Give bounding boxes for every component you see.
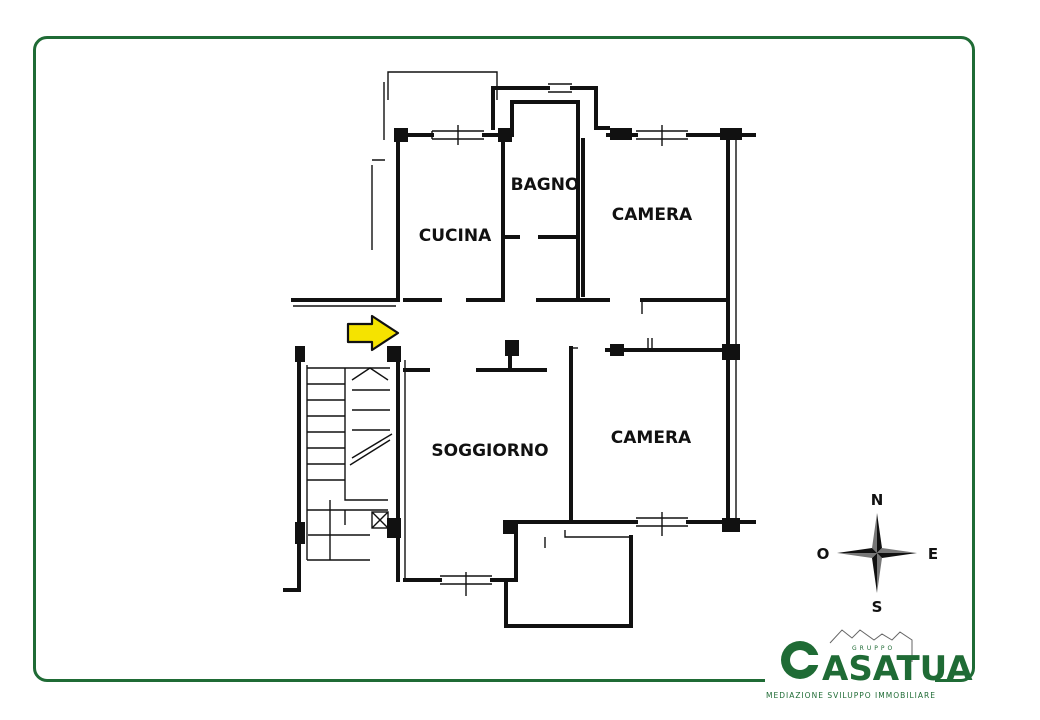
compass-west: O — [817, 545, 830, 563]
compass-north: N — [871, 491, 884, 509]
left-corridor-stub — [371, 159, 385, 250]
structural-pillars — [295, 128, 742, 544]
logo-group-label: GRUPPO — [852, 645, 895, 652]
room-label-bagno: BAGNO — [511, 175, 580, 195]
compass-rose-icon — [837, 513, 917, 593]
compass-south: S — [872, 598, 883, 616]
room-label-camera-bottom: CAMERA — [611, 428, 692, 448]
room-label-cucina: CUCINA — [419, 226, 492, 246]
page-frame — [33, 36, 975, 682]
room-label-soggiorno: SOGGIORNO — [431, 441, 548, 461]
logo-word: ASATUA — [822, 649, 973, 689]
compass-east: E — [928, 545, 938, 563]
staircase — [283, 358, 393, 592]
outer-walls — [291, 83, 756, 628]
entry-arrow-icon — [346, 314, 400, 352]
logo-tagline: MEDIAZIONE SVILUPPO IMMOBILIARE — [766, 691, 936, 700]
logo-emblem-icon — [765, 629, 935, 684]
room-label-camera-top: CAMERA — [612, 205, 693, 225]
